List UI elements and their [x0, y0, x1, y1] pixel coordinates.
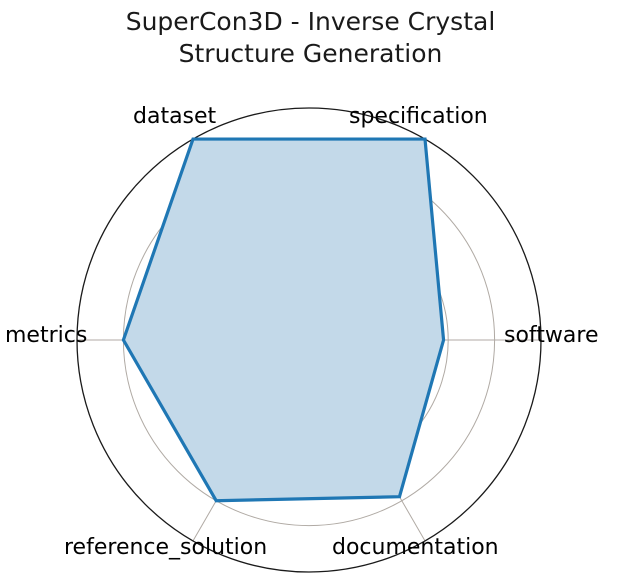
axis-label-software: software: [504, 323, 599, 348]
axis-label-documentation: documentation: [332, 535, 499, 560]
axis-label-metrics: metrics: [5, 323, 88, 348]
series-outline: [121, 137, 446, 503]
outer-ring: [76, 107, 542, 573]
chart-title: SuperCon3D - Inverse Crystal Structure G…: [125, 7, 496, 68]
axis-label-reference-solution: reference_solution: [64, 535, 268, 560]
axis-label-specification: specification: [349, 104, 488, 129]
series-fill: [123, 139, 444, 501]
radar-series-polygon: [121, 137, 446, 503]
axis-label-dataset: dataset: [133, 104, 217, 129]
radar-outer-ring: [76, 107, 542, 573]
